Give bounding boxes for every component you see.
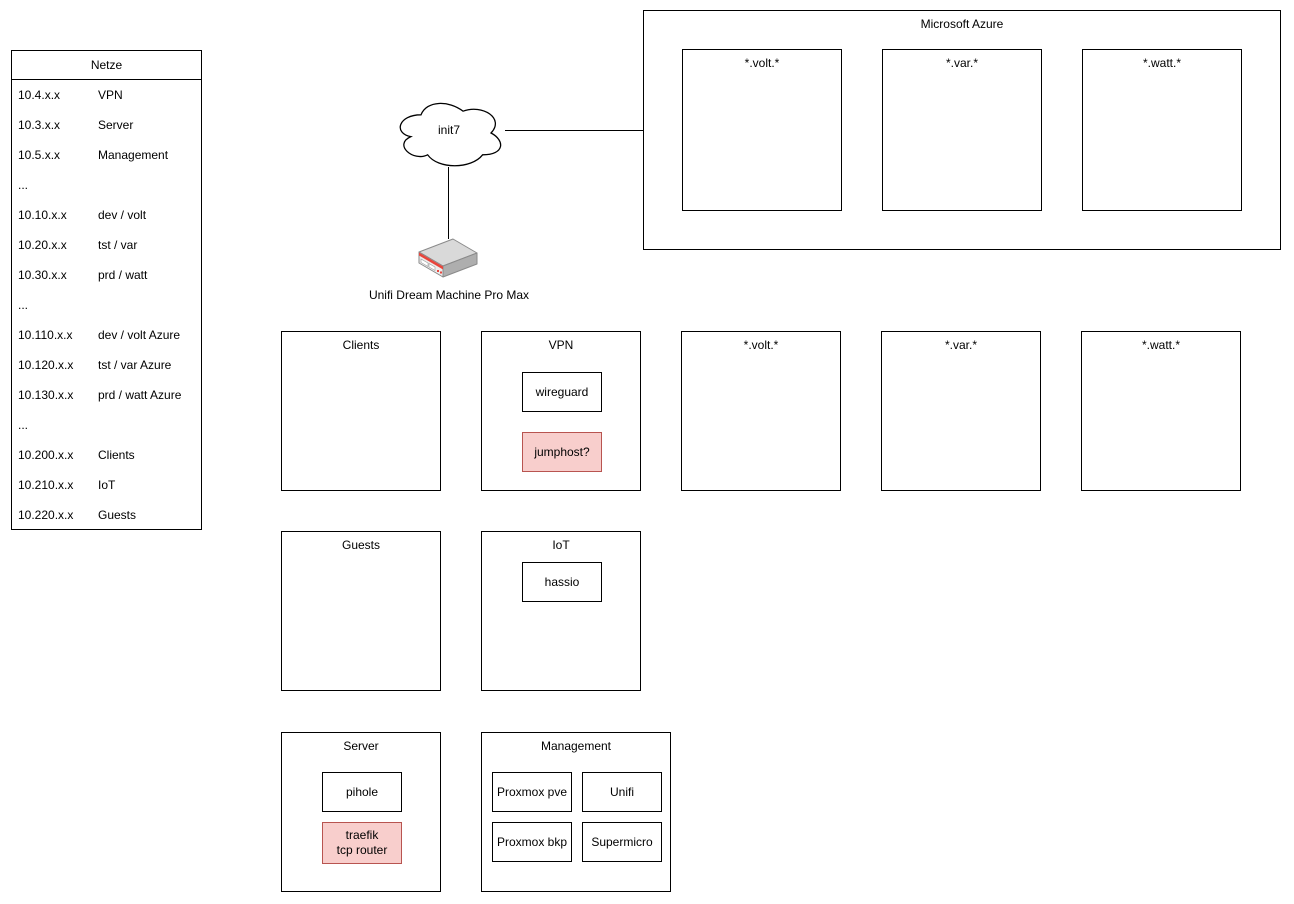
network-box-clients: Clients: [281, 331, 441, 491]
table-row: ...: [12, 410, 201, 440]
node-proxmox-bkp: Proxmox bkp: [492, 822, 572, 862]
name-cell: IoT: [98, 478, 116, 492]
node-proxmox-pve: Proxmox pve: [492, 772, 572, 812]
ip-cell: 10.30.x.x: [18, 268, 67, 282]
node-wireguard: wireguard: [522, 372, 602, 412]
name-cell: prd / watt Azure: [98, 388, 182, 402]
name-cell: tst / var: [98, 238, 138, 252]
name-cell: dev / volt Azure: [98, 328, 181, 342]
name-cell: Guests: [98, 508, 137, 522]
ip-cell: ...: [18, 298, 29, 312]
table-row: 10.110.x.x dev / volt Azure: [12, 320, 201, 350]
router: [417, 237, 479, 281]
table-row: ...: [12, 170, 201, 200]
connector-cloud-to-azure: [505, 130, 643, 132]
table-row: 10.3.x.x Server: [12, 110, 201, 140]
iot-label: IoT: [552, 538, 570, 552]
name-cell: tst / var Azure: [98, 358, 172, 372]
network-box-iot: IoT hassio: [481, 531, 641, 691]
table-row: 10.30.x.x prd / watt: [12, 260, 201, 290]
name-cell: dev / volt: [98, 208, 147, 222]
ip-cell: 10.4.x.x: [18, 88, 61, 102]
table-row: 10.130.x.x prd / watt Azure: [12, 380, 201, 410]
table-row: 10.200.x.x Clients: [12, 440, 201, 470]
network-box-vpn: VPN wireguard jumphost?: [481, 331, 641, 491]
netze-table-title: Netze: [12, 51, 201, 80]
azure-subnet-watt-label: *.watt.*: [1142, 56, 1181, 70]
clients-label: Clients: [342, 338, 380, 352]
ip-cell: 10.210.x.x: [18, 478, 74, 492]
table-row: 10.10.x.x dev / volt: [12, 200, 201, 230]
azure-title: Microsoft Azure: [920, 17, 1004, 31]
ip-cell: 10.10.x.x: [18, 208, 67, 222]
router-label: Unifi Dream Machine Pro Max: [368, 288, 530, 302]
ip-cell: 10.5.x.x: [18, 148, 61, 162]
ip-cell: 10.120.x.x: [18, 358, 74, 372]
azure-group: Microsoft Azure *.volt.* *.var.* *.watt.…: [643, 10, 1281, 250]
network-box-watt: *.watt.*: [1081, 331, 1241, 491]
ip-cell: ...: [18, 418, 29, 432]
network-box-volt: *.volt.*: [681, 331, 841, 491]
network-box-management: Management Proxmox pve Unifi Proxmox bkp…: [481, 732, 671, 892]
azure-subnet-watt: *.watt.*: [1082, 49, 1242, 211]
netze-table: Netze 10.4.x.x VPN 10.3.x.x Server 10.5.x.…: [11, 50, 202, 530]
network-box-var: *.var.*: [881, 331, 1041, 491]
var-label: *.var.*: [944, 338, 977, 352]
azure-subnet-var-label: *.var.*: [945, 56, 978, 70]
node-jumphost: jumphost?: [522, 432, 602, 472]
ip-cell: 10.3.x.x: [18, 118, 61, 132]
table-row: 10.5.x.x Management: [12, 140, 201, 170]
node-pihole: pihole: [322, 772, 402, 812]
volt-label: *.volt.*: [743, 338, 779, 352]
azure-subnet-volt: *.volt.*: [682, 49, 842, 211]
table-row: ...: [12, 290, 201, 320]
ip-cell: 10.20.x.x: [18, 238, 67, 252]
network-box-server: Server pihole traefik tcp router: [281, 732, 441, 892]
guests-label: Guests: [341, 538, 380, 552]
name-cell: VPN: [98, 88, 123, 102]
table-row: 10.220.x.x Guests: [12, 500, 201, 530]
watt-label: *.watt.*: [1141, 338, 1180, 352]
name-cell: Management: [98, 148, 169, 162]
vpn-label: VPN: [548, 338, 574, 352]
router-icon: [418, 238, 478, 278]
network-box-guests: Guests: [281, 531, 441, 691]
table-row: 10.120.x.x tst / var Azure: [12, 350, 201, 380]
name-cell: prd / watt: [98, 268, 148, 282]
cloud-icon: [399, 102, 502, 167]
ip-cell: 10.130.x.x: [18, 388, 74, 402]
node-traefik-tcp-router: traefik tcp router: [322, 822, 402, 864]
cloud-label: init7: [437, 123, 460, 137]
node-supermicro: Supermicro: [582, 822, 662, 862]
azure-subnet-var: *.var.*: [882, 49, 1042, 211]
management-label: Management: [540, 739, 612, 753]
name-cell: Server: [98, 118, 134, 132]
ip-cell: 10.110.x.x: [18, 328, 73, 342]
ip-cell: 10.220.x.x: [18, 508, 74, 522]
azure-subnet-volt-label: *.volt.*: [744, 56, 780, 70]
table-row: 10.20.x.x tst / var: [12, 230, 201, 260]
ip-cell: ...: [18, 178, 29, 192]
node-unifi: Unifi: [582, 772, 662, 812]
name-cell: Clients: [98, 448, 135, 462]
table-row: 10.4.x.x VPN: [12, 80, 201, 110]
internet-cloud: init7: [392, 95, 506, 169]
server-label: Server: [343, 739, 379, 753]
ip-cell: 10.200.x.x: [18, 448, 74, 462]
connector-cloud-to-router: [448, 167, 450, 239]
node-hassio: hassio: [522, 562, 602, 602]
table-row: 10.210.x.x IoT: [12, 470, 201, 500]
